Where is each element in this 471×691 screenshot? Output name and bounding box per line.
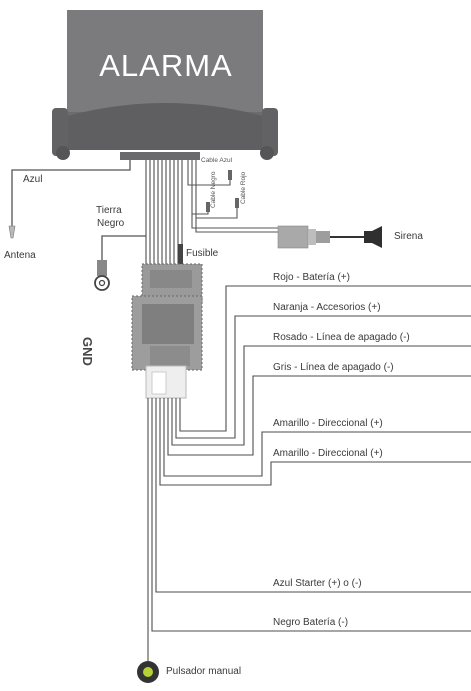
wire-label-naranja: Naranja - Accesorios (+) [273, 302, 381, 313]
antenna-tip [8, 225, 16, 239]
ground-lug [97, 260, 107, 276]
cable-rojo-connector [235, 198, 239, 208]
cable-negro-connector [206, 202, 210, 212]
ground-wire [101, 235, 146, 262]
gnd-ring [94, 275, 110, 291]
pushbutton [137, 661, 159, 683]
tierra-label: Tierra [96, 205, 122, 216]
connector-lower [131, 295, 203, 371]
cable-azul-connector [228, 170, 232, 180]
siren-wires [187, 160, 280, 233]
main-harness [145, 160, 183, 268]
fusible-label: Fusible [186, 248, 219, 259]
wire-label-rojo: Rojo - Batería (+) [273, 272, 350, 283]
negro-label: Negro [97, 218, 125, 229]
azul-label: Azul [23, 174, 43, 185]
wire-label-azul-starter: Azul Starter (+) o (-) [273, 578, 362, 589]
cable-negro-label: Cable Negro [210, 171, 217, 209]
wire-label-negro-bateria: Negro Batería (-) [273, 617, 349, 628]
siren-plug [277, 225, 382, 249]
pulsador-label: Pulsador manual [166, 666, 242, 677]
cable-azul-label: Cable Azul [201, 157, 233, 164]
terminal-block [145, 365, 187, 399]
wire-label-rosado: Rosado - Línea de apagado (-) [273, 332, 410, 343]
wire-label-gris: Gris - Línea de apagado (-) [273, 362, 394, 373]
antena-label: Antena [4, 250, 36, 261]
gnd-label: GND [80, 337, 95, 366]
fuse [178, 244, 183, 264]
alarm-module [52, 10, 278, 160]
sirena-label: Sirena [394, 231, 423, 242]
cable-rojo-label: Cable Rojo [240, 171, 247, 204]
output-wires [147, 285, 471, 665]
wire-label-amarillo-2: Amarillo - Direccional (+) [273, 448, 383, 459]
wire-label-amarillo-1: Amarillo - Direccional (+) [273, 418, 383, 429]
module-title: ALARMA [99, 48, 233, 83]
antenna-wire [11, 160, 131, 226]
